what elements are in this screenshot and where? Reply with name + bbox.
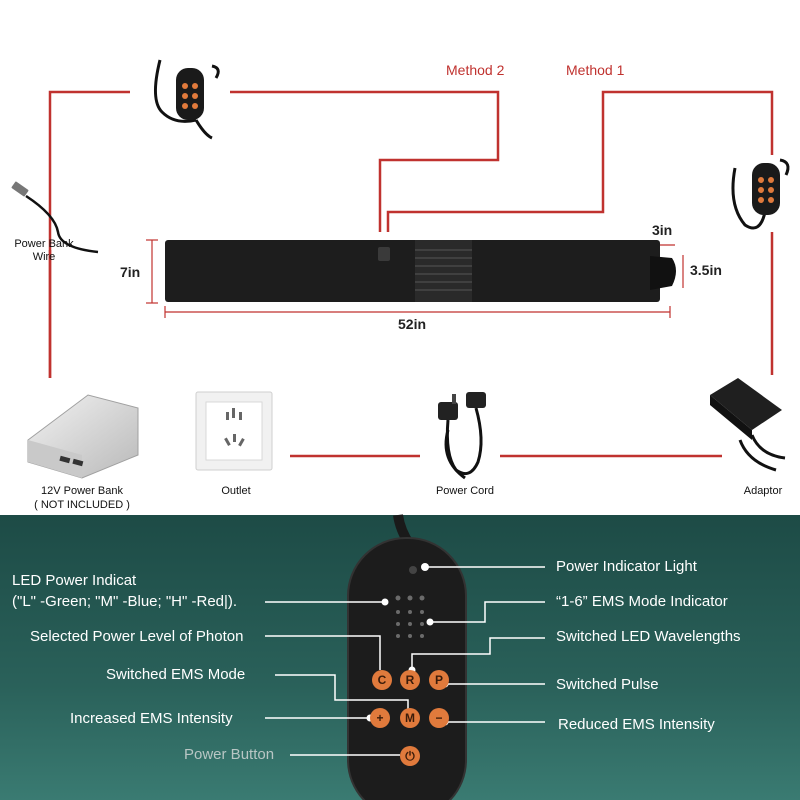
power-button[interactable]: ⏻ [400, 746, 420, 766]
selected-power-level-label: Selected Power Level of Photon [30, 628, 244, 645]
p-button[interactable]: P [429, 670, 449, 690]
increased-ems-intensity-label: Increased EMS Intensity [70, 710, 233, 727]
power-bank-note: ( NOT INCLUDED ) [34, 499, 130, 511]
tab-width-label: 3in [652, 222, 673, 238]
power-cord-label: Power Cord [435, 485, 495, 497]
right-remote [731, 158, 790, 230]
ems-mode-indicator-label: “1-6” EMS Mode Indicator [556, 593, 728, 610]
m-button[interactable]: M [400, 708, 420, 728]
method1-label: Method 1 [566, 62, 625, 78]
power-bank-wire-label: Power Bank Wire [14, 238, 74, 263]
outlet-label: Outlet [221, 485, 251, 497]
switched-ems-mode-label: Switched EMS Mode [106, 666, 246, 683]
adaptor-label: Adaptor [743, 485, 783, 497]
plus-button[interactable]: + [370, 708, 390, 728]
method2-line-right [230, 90, 500, 232]
switched-pulse-label: Switched Pulse [556, 676, 659, 693]
belt [165, 240, 676, 302]
method1-line [386, 90, 774, 232]
belt-length-label: 52in [398, 316, 427, 332]
led-power-indicator-label: LED Power Indicat [12, 572, 137, 589]
reduced-ems-intensity-label: Reduced EMS Intensity [558, 716, 715, 733]
method2-line [48, 90, 130, 378]
top-remote [154, 59, 220, 140]
tab-height-label: 3.5in [690, 262, 722, 278]
adaptor-graphic [710, 378, 786, 472]
leader-lines [265, 566, 545, 756]
c-button[interactable]: C [372, 670, 392, 690]
power-bank-label: 12V Power Bank [41, 485, 123, 497]
led-power-indicator-detail: ("L" -Green; "M" -Blue; "H" -Red|). [12, 593, 238, 610]
minus-button[interactable]: − [429, 708, 449, 728]
power-button-label: Power Button [184, 746, 275, 763]
big-remote [347, 537, 467, 800]
power-indicator-light-label: Power Indicator Light [556, 558, 697, 575]
switched-led-wavelengths-label: Switched LED Wavelengths [556, 628, 741, 645]
r-button[interactable]: R [400, 670, 420, 690]
connection-lines [48, 90, 774, 458]
power-bank [27, 394, 139, 479]
belt-height-label: 7in [120, 264, 141, 280]
method2-label: Method 2 [446, 62, 505, 78]
outlet-graphic [195, 391, 273, 471]
power-cord-graphic [438, 392, 486, 480]
usb-wire [11, 181, 99, 254]
